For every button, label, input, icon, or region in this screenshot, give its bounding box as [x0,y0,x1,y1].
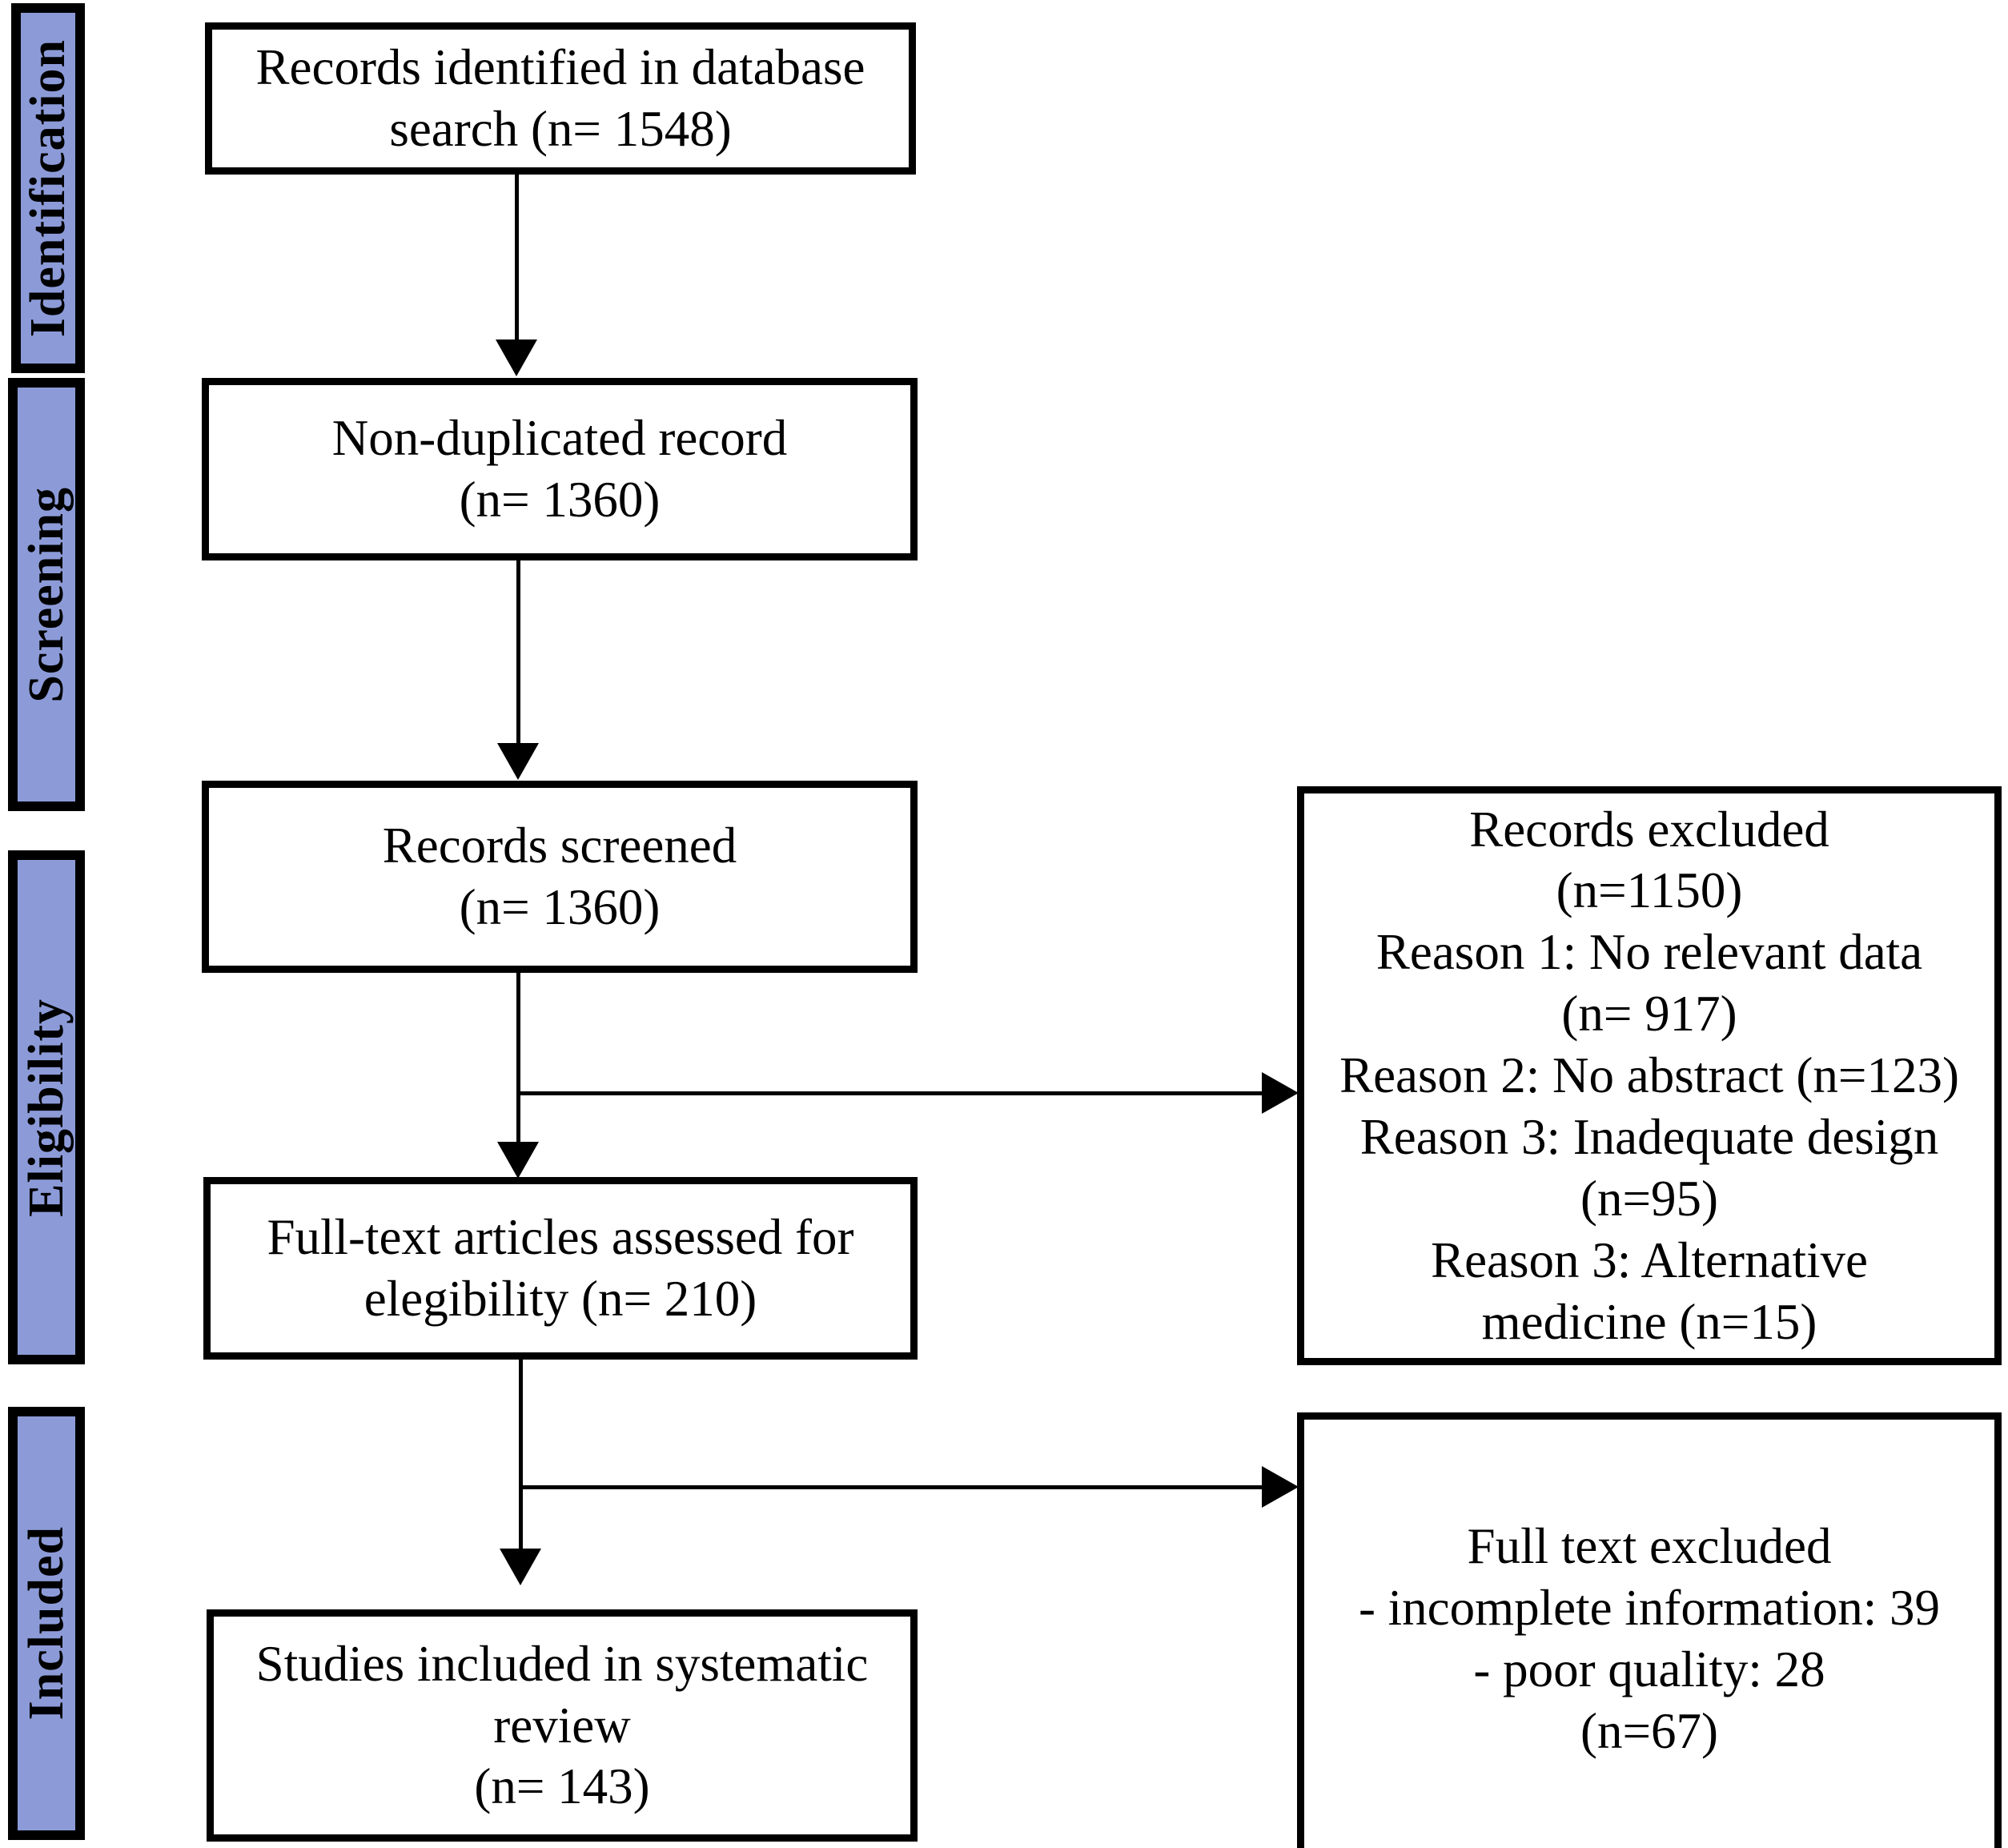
records-excluded-line-6: Reason 3: Inadequate design [1359,1108,1939,1165]
connector-screened-to-fulltext [516,973,520,1145]
full-text-excluded-line-3: - poor quality: 28 [1473,1641,1825,1697]
records-excluded-line-1: Records excluded [1469,801,1829,858]
connector-fulltext-to-included [519,1360,523,1552]
connector-fulltext-to-fulltext-excluded [519,1485,1265,1489]
box-records-screened: Records screened (n= 1360) [202,781,918,973]
box-records-excluded: Records excluded (n=1150) Reason 1: No r… [1297,786,2002,1365]
full-text-assessed-line-1: Full-text articles assessed for [267,1209,854,1266]
stage-band-included: Included [8,1407,85,1840]
full-text-excluded-line-2: - incomplete information: 39 [1358,1580,1941,1637]
arrowhead-fulltext-to-fulltext-excluded [1262,1466,1299,1508]
arrowhead-screened-to-fulltext [497,1142,539,1179]
arrowhead-identified-to-nonduplicated [496,339,537,376]
connector-nonduplicated-to-screened [516,560,520,746]
records-identified-line-2: search (n= 1548) [389,101,732,157]
stage-band-identification: Identification [11,3,85,373]
stage-band-eligibility: Eligibility [8,850,85,1364]
studies-included-line-1: Studies included in systematic [255,1635,869,1692]
non-duplicated-line-2: (n= 1360) [459,472,661,528]
box-full-text-assessed: Full-text articles assessed for elegibil… [203,1177,918,1360]
records-excluded-line-7: (n=95) [1580,1170,1718,1227]
records-excluded-line-2: (n=1150) [1556,862,1743,919]
records-screened-line-2: (n= 1360) [459,879,661,935]
records-excluded-line-3: Reason 1: No relevant data [1375,924,1923,981]
records-excluded-line-8: Reason 3: Alternative [1431,1231,1868,1288]
box-records-identified: Records identified in database search (n… [205,22,916,175]
records-identified-line-1: Records identified in database [255,39,865,96]
stage-label-identification: Identification [21,38,75,338]
stage-label-included: Included [19,1526,74,1721]
full-text-assessed-line-2: elegibility (n= 210) [363,1271,757,1327]
box-non-duplicated-records: Non-duplicated record (n= 1360) [202,378,918,560]
arrowhead-fulltext-to-included [500,1549,541,1585]
arrowhead-screened-to-records-excluded [1262,1072,1299,1114]
arrowhead-nonduplicated-to-screened [497,743,539,780]
stage-band-screening: Screening [8,378,85,811]
box-full-text-excluded: Full text excluded - incomplete informat… [1297,1412,2002,1848]
connector-screened-to-records-excluded [516,1091,1265,1095]
stage-label-eligibility: Eligibility [19,998,74,1217]
box-studies-included: Studies included in systematic review (n… [207,1609,918,1842]
records-excluded-line-5: Reason 2: No abstract (n=123) [1339,1047,1959,1104]
connector-identified-to-nonduplicated [515,175,519,343]
studies-included-line-2: review [493,1697,631,1754]
non-duplicated-line-1: Non-duplicated record [331,410,788,467]
stage-label-screening: Screening [19,486,74,703]
records-excluded-line-4: (n= 917) [1561,986,1737,1043]
records-screened-line-1: Records screened [382,818,737,874]
records-excluded-line-9: medicine (n=15) [1481,1293,1817,1350]
full-text-excluded-line-4: (n=67) [1580,1702,1718,1759]
full-text-excluded-line-1: Full text excluded [1467,1518,1832,1575]
studies-included-line-3: (n= 143) [474,1758,650,1815]
